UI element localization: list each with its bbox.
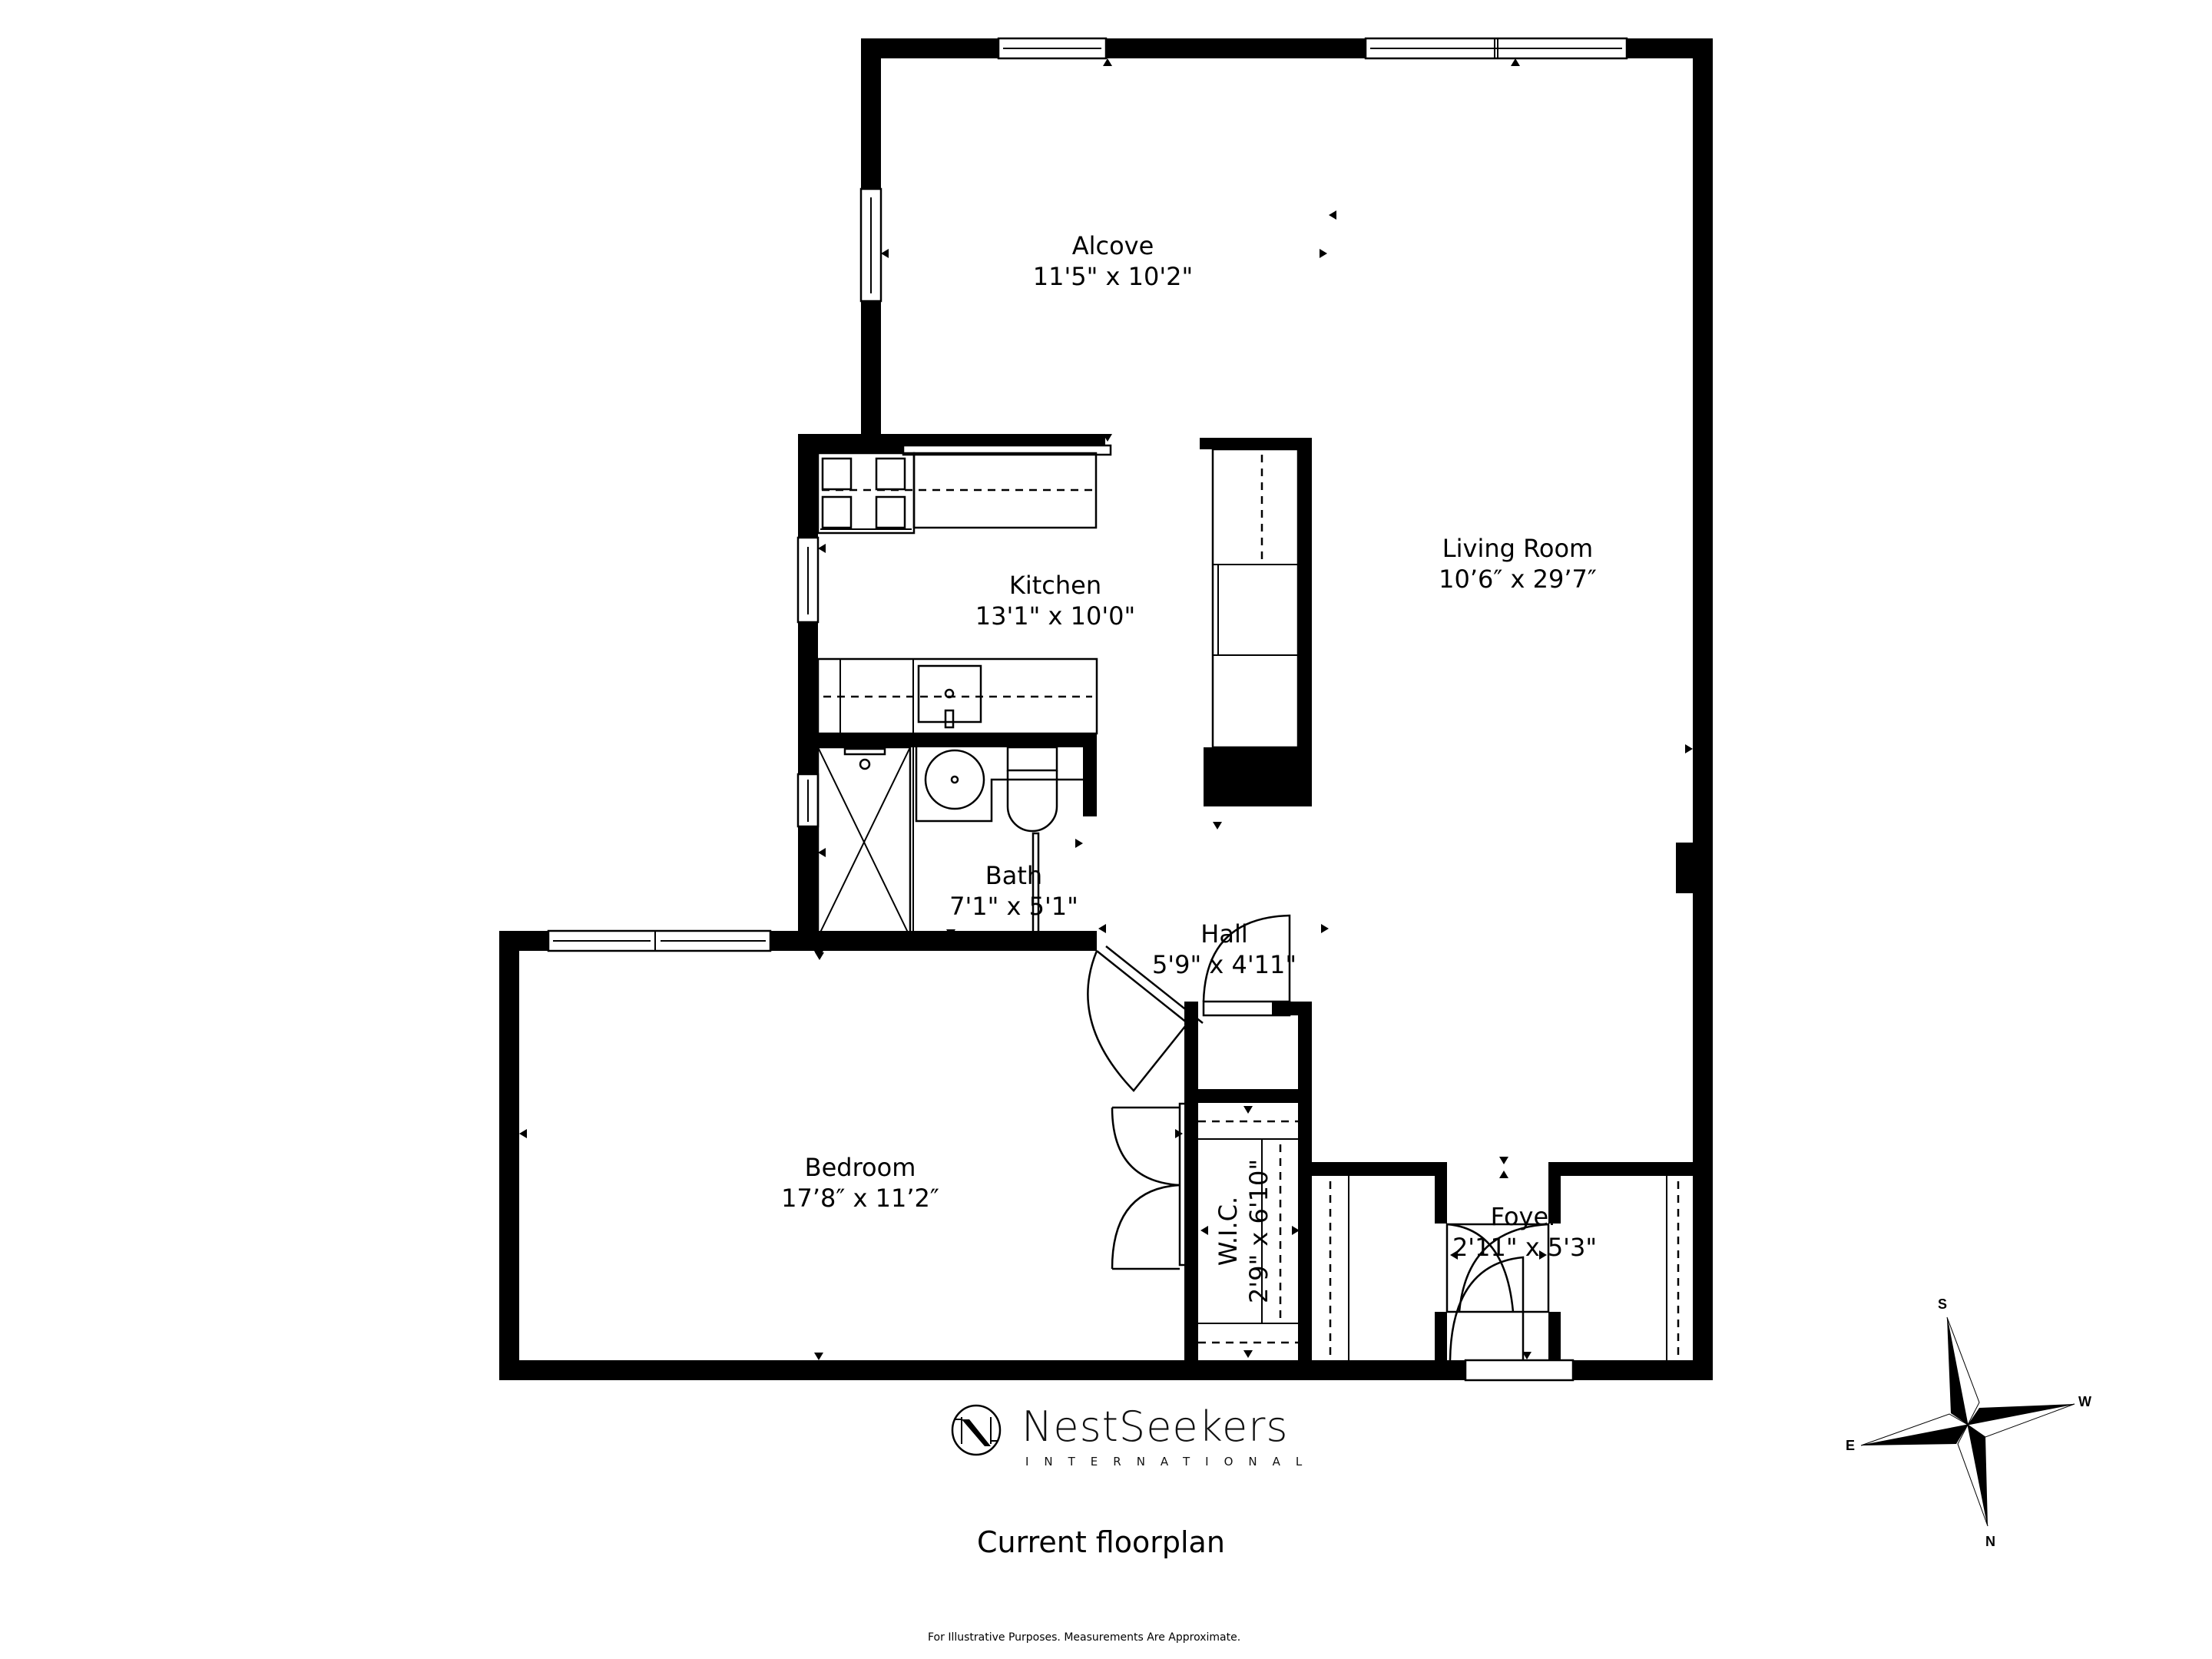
room-dimensions: 17’8″ x 11’2″ [781,1184,939,1213]
n-circle-logo-icon [951,1404,1002,1456]
room-dimensions: 7'1" x 5'1" [949,892,1078,921]
room-dimensions: 10’6″ x 29’7″ [1439,565,1597,594]
kitchen-fixtures [816,448,1300,749]
room-label-bath: Bath 7'1" x 5'1" [949,860,1078,922]
room-dimensions: 2'9" x 6'10" [1244,1158,1273,1304]
compass-east-label: E [1846,1438,1856,1453]
closets [1198,1120,1680,1360]
floorplan-caption: Current floorplan [977,1525,1225,1559]
room-label-alcove: Alcove 11'5" x 10'2" [1033,230,1193,292]
room-label-hall: Hall 5'9" x 4'11" [1152,919,1296,980]
room-name: Living Room [1442,534,1594,563]
room-label-kitchen: Kitchen 13'1" x 10'0" [975,570,1135,631]
compass-south-label: S [1938,1296,1948,1312]
room-name: W.I.C. [1214,1196,1243,1267]
brand-name: NestSeekers [1022,1402,1289,1451]
brand-subtitle: INTERNATIONAL [1025,1455,1318,1469]
room-name: Bedroom [804,1153,916,1182]
room-dimensions: 2'11" x 5'3" [1452,1233,1598,1262]
room-name: Foyer [1490,1202,1559,1231]
bath-fixtures [816,746,1083,939]
room-dimensions: 11'5" x 10'2" [1032,262,1194,291]
room-label-wic: W.I.C. 2'9" x 6'10" [1213,1159,1274,1303]
room-name: Kitchen [1008,571,1102,600]
compass-west-label: W [2078,1394,2091,1409]
compass-rose-icon [1860,1316,2075,1527]
room-label-living-room: Living Room 10’6″ x 29’7″ [1439,533,1597,594]
room-label-foyer: Foyer 2'11" x 5'3" [1452,1201,1597,1263]
room-name: Bath [985,861,1043,890]
room-label-bedroom: Bedroom 17’8″ x 11’2″ [781,1152,939,1214]
disclaimer-text: For Illustrative Purposes. Measurements … [928,1631,1241,1644]
dimension-markers [519,58,1693,1360]
room-dimensions: 5'9" x 4'11" [1151,950,1297,979]
room-name: Hall [1200,919,1248,949]
doors [1087,914,1550,1361]
room-dimensions: 13'1" x 10'0" [975,601,1136,631]
room-name: Alcove [1071,231,1154,260]
compass-north-label: N [1985,1534,1995,1549]
